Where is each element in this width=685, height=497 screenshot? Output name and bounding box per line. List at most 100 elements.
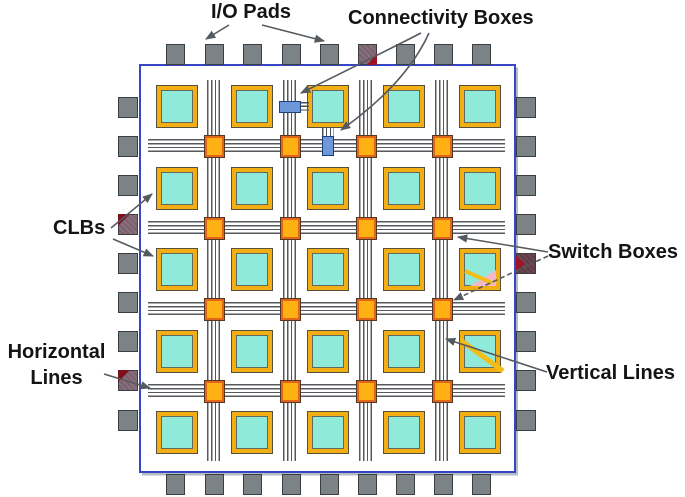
clb	[383, 248, 425, 291]
label-clbs: CLBs	[53, 217, 106, 239]
label-connectivity-boxes: Connectivity Boxes	[348, 7, 534, 29]
io-pad-right	[516, 136, 536, 157]
clb	[231, 248, 273, 291]
clb	[156, 167, 198, 210]
vertical-routing-channel	[435, 80, 449, 461]
io-pad-left	[118, 292, 138, 313]
io-pad-right	[516, 370, 536, 391]
io-pad-left	[118, 331, 138, 352]
io-pad-left	[118, 97, 138, 118]
io-pad-bottom	[434, 474, 453, 495]
io-pad-bottom	[243, 474, 262, 495]
compression-artifact	[516, 256, 525, 271]
clb	[383, 330, 425, 373]
clb	[307, 167, 349, 210]
clb	[459, 330, 505, 374]
io-pad-top	[434, 44, 453, 65]
clb	[307, 330, 349, 373]
clb	[156, 248, 198, 291]
io-pad-right	[516, 292, 536, 313]
clb	[459, 85, 501, 128]
clb	[307, 85, 349, 128]
clb	[231, 85, 273, 128]
horizontal-routing-channel	[148, 302, 505, 316]
io-pad-top	[396, 44, 415, 65]
label-io-pads: I/O Pads	[211, 1, 292, 23]
arrow-connectivity-2	[340, 32, 430, 131]
switch-box	[355, 134, 377, 158]
switch-box	[203, 379, 225, 403]
arrow-horizontal-lines	[103, 373, 152, 390]
clb	[156, 330, 198, 373]
io-pad-top	[205, 44, 224, 65]
connectivity-stub-wires-horizontal	[300, 101, 309, 113]
io-pad-bottom	[472, 474, 491, 495]
arrow-clbs-upper	[110, 193, 153, 229]
io-pad-top	[243, 44, 262, 65]
io-pad-left	[118, 175, 138, 196]
io-pad-bottom	[396, 474, 415, 495]
io-pad-left	[118, 214, 138, 235]
horizontal-routing-channel	[148, 221, 505, 235]
horizontal-routing-channel	[148, 384, 505, 398]
switch-box	[431, 216, 453, 240]
clb	[156, 411, 198, 454]
io-pad-right	[516, 410, 536, 431]
io-pad-right	[516, 97, 536, 118]
clb	[156, 85, 198, 128]
clb	[383, 85, 425, 128]
switch-box	[203, 134, 225, 158]
label-switch-boxes: Switch Boxes	[548, 241, 679, 263]
io-pad-top	[166, 44, 185, 65]
arrow-switch-boxes-2	[452, 255, 549, 301]
switch-box	[431, 297, 453, 321]
switch-box	[203, 216, 225, 240]
io-pad-bottom	[282, 474, 301, 495]
io-pad-top	[472, 44, 491, 65]
io-pad-top	[282, 44, 301, 65]
io-pad-bottom	[358, 474, 377, 495]
vertical-routing-channel	[207, 80, 221, 461]
compression-artifact	[367, 53, 377, 65]
arrow-io-pads-right	[261, 24, 326, 43]
io-pad-left	[118, 410, 138, 431]
switch-box	[203, 297, 225, 321]
vertical-routing-channel	[283, 80, 297, 461]
clb	[459, 411, 501, 454]
switch-box	[355, 379, 377, 403]
switch-box	[431, 134, 453, 158]
arrow-connectivity-1	[299, 32, 422, 94]
connectivity-box-horizontal	[279, 101, 301, 113]
clb	[383, 167, 425, 210]
io-pad-right	[516, 331, 536, 352]
arrow-vertical-lines	[444, 337, 548, 373]
clb	[231, 411, 273, 454]
io-pad-right	[516, 214, 536, 235]
arrow-switch-boxes-1	[456, 234, 549, 253]
switch-box	[431, 379, 453, 403]
io-pad-right	[516, 175, 536, 196]
switch-box	[279, 379, 301, 403]
switch-box	[279, 297, 301, 321]
clb	[231, 330, 273, 373]
arrow-clbs-lower	[112, 238, 155, 257]
switch-box	[279, 134, 301, 158]
io-pad-bottom	[205, 474, 224, 495]
io-pad-right	[516, 253, 536, 274]
clb	[383, 411, 425, 454]
clb	[459, 167, 501, 210]
io-pad-left	[118, 253, 138, 274]
connectivity-stub-wires-vertical	[322, 127, 334, 137]
switch-box	[355, 297, 377, 321]
label-horizontal-lines: Horizontal Lines	[7, 341, 106, 389]
connectivity-box-vertical	[322, 136, 334, 156]
arrow-io-pads-left	[205, 24, 230, 40]
clb	[231, 167, 273, 210]
vertical-routing-channel	[359, 80, 373, 461]
switch-box	[355, 216, 377, 240]
label-vertical-lines: Vertical Lines	[546, 362, 675, 384]
clb	[307, 411, 349, 454]
switch-box	[279, 216, 301, 240]
